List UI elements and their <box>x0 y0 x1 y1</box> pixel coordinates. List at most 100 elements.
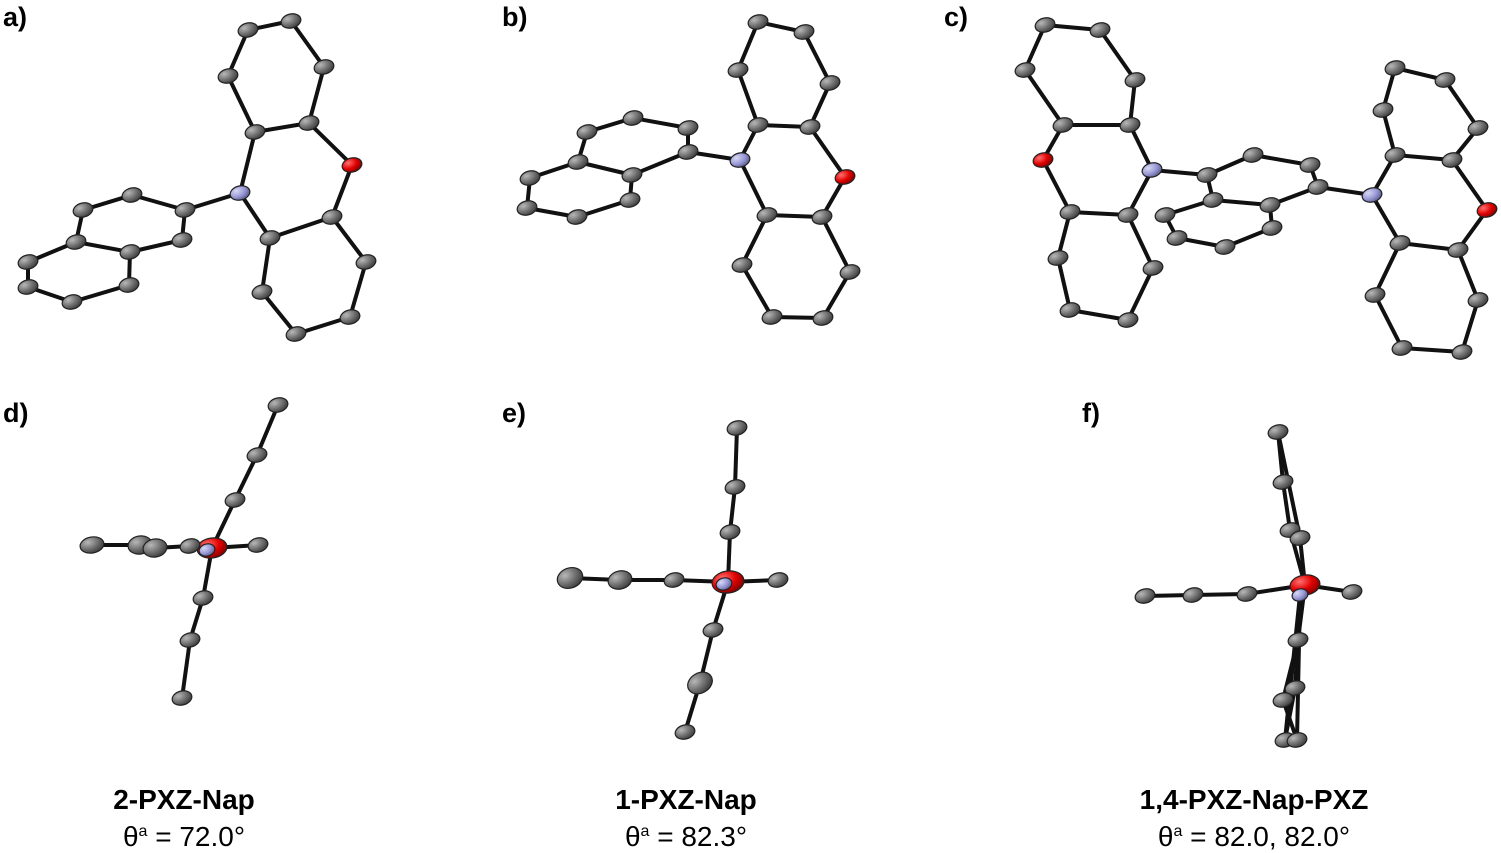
mol-a-carbon-atom <box>285 326 307 342</box>
panel-label-c: c) <box>944 2 969 32</box>
mol-c-carbon-atom <box>1124 72 1146 88</box>
mol-a-carbon-atom <box>121 187 143 203</box>
mol-c-bond <box>1443 78 1480 130</box>
mol-a-carbon-atom <box>298 115 320 131</box>
mol-c-bond <box>1126 266 1155 322</box>
mol-a-carbon-atom <box>313 59 335 75</box>
mol-a-carbon-atom <box>217 68 239 84</box>
mol-d-carbon-atom <box>267 397 289 413</box>
mol-a-carbon-atom <box>17 279 39 295</box>
mol-e-carbon-atom <box>674 724 696 740</box>
mol-c-carbon-atom <box>1261 220 1283 236</box>
mol-b-bond <box>738 158 769 217</box>
mol-c-carbon-atom <box>1307 179 1329 195</box>
mol-c-carbon-atom <box>1059 204 1081 220</box>
mol-b-carbon-atom <box>567 154 589 170</box>
mol-c-carbon-atom <box>1384 60 1406 76</box>
mol-b-oxygen-atom <box>834 169 856 185</box>
mol-d-carbon-atom <box>247 537 269 553</box>
mol-d-carbon-atom <box>179 632 201 648</box>
mol-c-carbon-atom <box>1014 62 1036 78</box>
mol-a-bond <box>238 130 257 195</box>
mol-c-bond <box>1456 248 1480 302</box>
caption-1-4-pxz-nap-pxz: 1,4-PXZ-Nap-PXZ θa = 82.0, 82.0° <box>1054 784 1454 853</box>
mol-a-carbon-atom <box>61 294 83 310</box>
mol-a-oxygen-atom <box>341 157 363 173</box>
mol-d-carbon-atom <box>179 538 201 554</box>
mol-b-bond <box>736 68 760 127</box>
mol-a-carbon-atom <box>244 124 266 140</box>
mol-b-carbon-atom <box>761 309 783 325</box>
mol-e-carbon-atom <box>687 671 713 695</box>
caption-1-pxz-nap: 1-PXZ-Nap θa = 82.3° <box>486 784 886 853</box>
mol-b-bond <box>740 213 769 267</box>
mol-d-carbon-atom <box>192 590 214 606</box>
mol-b-carbon-atom <box>619 192 641 208</box>
mol-c-bond <box>1126 213 1155 270</box>
mol-e-nitrogen-atom <box>715 577 733 591</box>
mol-a-carbon-atom <box>119 244 141 260</box>
mol-e-carbon-atom <box>663 572 685 588</box>
mol-b-carbon-atom <box>622 110 644 126</box>
panel-label-e: e) <box>502 398 527 428</box>
mol-e-carbon-atom <box>607 570 633 590</box>
mol-c-carbon-atom <box>1034 17 1056 33</box>
mol-f-carbon-atom <box>1182 587 1204 603</box>
mol-e-bond <box>733 426 739 489</box>
mol-b-carbon-atom <box>566 209 588 225</box>
mol-a-bond <box>260 236 272 294</box>
mol-f-carbon-atom <box>1272 474 1294 490</box>
mol-f-carbon-atom <box>1287 632 1309 648</box>
dihedral-angle: θa = 82.3° <box>624 821 748 852</box>
mol-a-bond <box>307 121 354 167</box>
mol-a-carbon-atom <box>174 202 196 218</box>
mol-b-carbon-atom <box>677 120 699 136</box>
mol-c-bond <box>1450 158 1489 212</box>
mol-e-carbon-atom <box>724 479 746 495</box>
mol-b-carbon-atom <box>839 264 861 280</box>
mol-a-carbon-atom <box>65 234 87 250</box>
mol-a-carbon-atom <box>237 22 259 38</box>
mol-d-bond <box>255 403 280 457</box>
mol-a-bond <box>260 290 298 336</box>
mol-c-bond <box>1128 123 1154 172</box>
mol-b-carbon-atom <box>576 124 598 140</box>
mol-a-bond <box>226 74 257 134</box>
compound-name: 2-PXZ-Nap <box>113 784 255 815</box>
mol-f-carbon-atom <box>1272 692 1294 708</box>
mol-a-carbon-atom <box>355 254 377 270</box>
dihedral-angle: θa = 72.0° <box>122 821 246 852</box>
mol-c-bond <box>1460 298 1480 354</box>
mol-d-carbon-atom <box>142 538 168 558</box>
mol-a-carbon-atom <box>17 254 39 270</box>
mol-b-nitrogen-atom <box>729 152 751 168</box>
mol-c-carbon-atom <box>1202 192 1224 208</box>
mol-c-carbon-atom <box>1372 102 1394 118</box>
mol-a-carbon-atom <box>251 284 273 300</box>
panel-label-d: d) <box>3 398 29 428</box>
mol-d-bond <box>180 638 192 700</box>
mol-a-carbon-atom <box>171 232 193 248</box>
mol-a-bond <box>307 65 326 125</box>
mol-b-carbon-atom <box>747 117 769 133</box>
mol-f-nitrogen-atom <box>1291 588 1309 602</box>
compound-name: 1-PXZ-Nap <box>615 784 757 815</box>
mol-c-carbon-atom <box>1117 312 1139 328</box>
mol-d-carbon-atom <box>246 447 268 463</box>
mol-f-bond <box>1295 593 1302 742</box>
mol-f-carbon-atom <box>1286 732 1308 748</box>
mol-c-carbon-atom <box>1447 242 1469 258</box>
mol-c-carbon-atom <box>1047 250 1069 266</box>
mol-b-carbon-atom <box>519 170 541 186</box>
mol-c-bond <box>1373 293 1404 350</box>
mol-b-carbon-atom <box>516 200 538 216</box>
mol-b-carbon-atom <box>731 257 753 273</box>
mol-a-bond <box>268 215 334 240</box>
mol-c-carbon-atom <box>1467 292 1489 308</box>
mol-e-carbon-atom <box>719 524 741 540</box>
mol-c-carbon-atom <box>1089 22 1111 38</box>
mol-c-carbon-atom <box>1059 302 1081 318</box>
mol-b-carbon-atom <box>756 207 778 223</box>
